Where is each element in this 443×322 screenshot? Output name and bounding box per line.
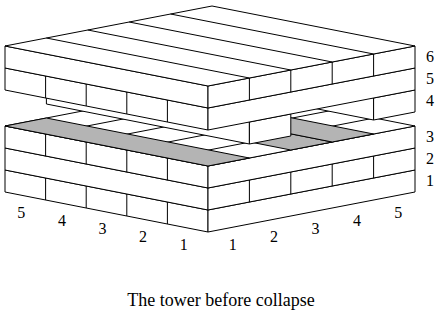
position-number: 1 [229,237,237,253]
block-edge [290,70,291,92]
position-number: 3 [312,221,320,237]
figure-caption: The tower before collapse [127,291,314,309]
layer-number: 2 [426,151,434,167]
block-edge [45,178,46,200]
layer-number: 3 [426,129,434,145]
layer-number: 5 [426,71,434,87]
block-edge [167,100,168,122]
block-edge [126,92,127,114]
block-edge [290,172,291,194]
block-edge [129,22,332,62]
block-edge [86,186,87,208]
block-edge [45,76,46,98]
layer-number: 4 [426,93,434,109]
block-edge [249,180,250,202]
layer-number: 1 [426,173,434,189]
block-edge [332,164,333,186]
position-number: 2 [270,229,278,245]
block-edge [167,158,168,180]
position-number: 4 [353,213,361,229]
block-edge [45,134,46,156]
position-number: 4 [58,213,66,229]
block-edge [88,30,291,70]
block-edge [373,54,374,76]
block-edge [373,156,374,178]
block-edge [46,38,249,78]
block-edge [86,142,87,164]
position-number: 1 [180,237,188,253]
block-edge [167,202,168,224]
block-edge [126,194,127,216]
layer-number: 6 [426,49,434,65]
position-number: 3 [99,221,107,237]
block-edge [171,14,374,54]
block-edge [86,84,87,106]
block-edge [332,62,333,84]
position-number: 2 [139,229,147,245]
block-top [5,6,415,86]
block-edge [249,78,250,100]
position-number: 5 [17,205,25,221]
block-edge [126,150,127,172]
position-number: 5 [394,205,402,221]
